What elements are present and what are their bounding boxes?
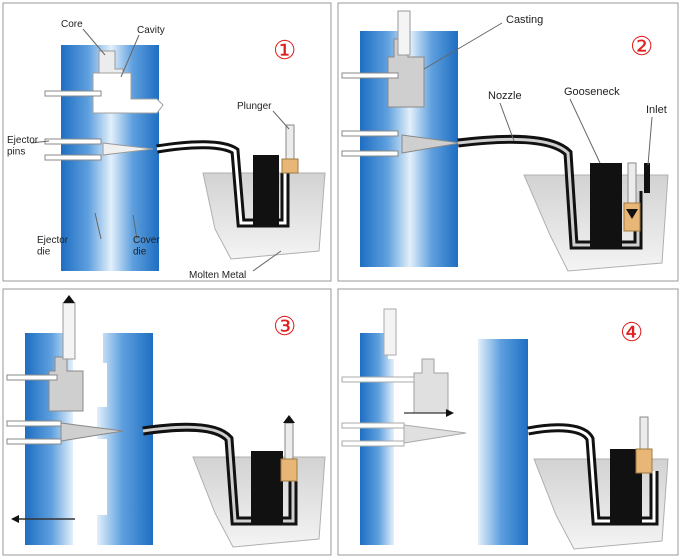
plunger-tip: [635, 448, 653, 474]
up-arrow-icon: [63, 295, 75, 303]
down-arrow-icon: [626, 209, 638, 219]
step-number: ②: [630, 31, 653, 61]
label-nozzle: Nozzle: [488, 90, 522, 102]
ejector-pin: [341, 150, 399, 157]
plunger-rod: [285, 124, 295, 160]
ejector-pin: [44, 154, 102, 161]
ejector-pin: [341, 422, 405, 429]
cavity: [92, 72, 164, 114]
label-line: Ejector: [7, 135, 39, 146]
label-plunger: Plunger: [237, 101, 272, 112]
gooseneck-body: [610, 449, 642, 523]
panel-step-3: ③: [2, 288, 332, 556]
label-casting: Casting: [506, 14, 543, 26]
ejector-pin: [341, 130, 399, 137]
ejector-pin: [341, 440, 405, 447]
gooseneck-body: [253, 155, 279, 225]
label-line: die: [133, 247, 147, 258]
label-gooseneck: Gooseneck: [564, 86, 620, 98]
ejector-pin: [6, 438, 62, 445]
panel-step-2: Casting Nozzle Gooseneck Inlet ②: [337, 2, 679, 282]
ejector-pin: [44, 138, 102, 145]
casting: [48, 356, 84, 412]
ejector-pin: [341, 72, 399, 79]
label-core: Core: [61, 19, 83, 30]
gooseneck-body: [590, 163, 622, 247]
sprue-filled: [401, 134, 461, 154]
plunger-tip: [280, 458, 298, 482]
ejector-die: [360, 333, 394, 545]
left-arrow-icon: [11, 515, 75, 523]
label-line: Cover: [133, 235, 160, 246]
label-line: pins: [7, 147, 25, 158]
label-cavity: Cavity: [137, 25, 165, 36]
plunger-tip: [281, 158, 299, 174]
cover-die: [97, 333, 153, 545]
label-line: Ejector: [37, 235, 69, 246]
gooseneck-body: [251, 451, 283, 523]
step-number: ④: [620, 317, 643, 347]
right-arrow-icon: [404, 409, 454, 417]
step-number: ①: [273, 35, 296, 65]
up-arrow-icon: [283, 415, 295, 423]
leader-lines: [423, 22, 653, 166]
sprue-filled: [60, 422, 124, 442]
ejector-pin: [6, 374, 58, 381]
step-number: ③: [273, 311, 296, 341]
label-inlet: Inlet: [646, 104, 667, 116]
core: [397, 10, 411, 56]
sprue: [102, 142, 154, 156]
label-line: die: [37, 247, 51, 258]
plunger-rod: [627, 162, 637, 204]
ejector-pin: [6, 420, 62, 427]
cover-die: [478, 339, 528, 545]
ejector-pin: [341, 376, 415, 383]
core: [383, 308, 397, 356]
inlet: [644, 163, 650, 193]
plunger-rod: [284, 422, 294, 460]
label-molten-metal: Molten Metal: [189, 270, 246, 281]
panel-step-4: ④: [337, 288, 679, 556]
leader-lines: [30, 28, 290, 272]
sprue-filled: [403, 424, 467, 444]
core: [62, 302, 76, 360]
plunger-rod: [639, 416, 649, 450]
ejector-pin: [44, 90, 102, 97]
